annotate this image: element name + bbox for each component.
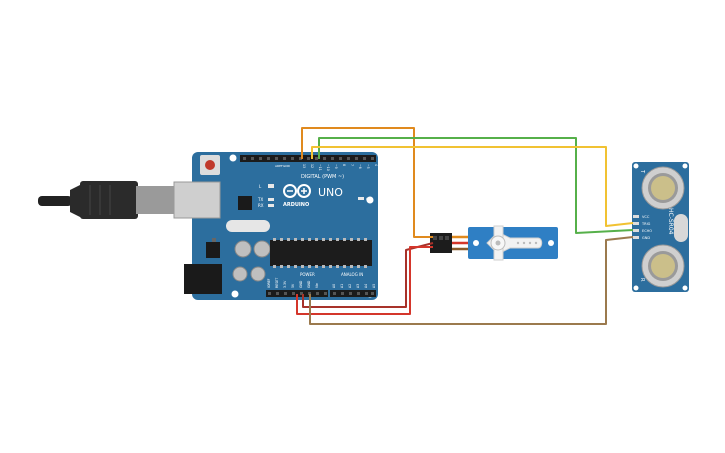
usb-cable-cord: [38, 196, 72, 206]
servo-mount-hole: [473, 240, 479, 246]
regulator: [206, 242, 220, 258]
wire-red-5v-to-vcc[interactable]: [296, 246, 433, 315]
sensor-pin-label: GND: [642, 236, 650, 240]
analog-pin-label: A3: [356, 284, 360, 288]
analog-pin-label: A1: [340, 284, 344, 288]
sensor-pin-label: TRIG: [641, 222, 651, 226]
usb-cable: [38, 181, 174, 219]
sensor-r-label: R: [639, 278, 645, 282]
aref-label: AREF: [275, 164, 283, 168]
analog-pin-label: A5: [372, 284, 376, 288]
digital-pin-label: ~9: [334, 164, 338, 169]
digital-pin-label: ~3: [382, 164, 386, 169]
wire-brown-gnd-to-sensor-gnd[interactable]: [309, 236, 634, 325]
receiver-transducer: [641, 244, 685, 288]
digital-pin-label: RX◂0: [406, 164, 410, 172]
sensor-crystal: [674, 214, 688, 242]
digital-pin-label: TX▸1: [398, 163, 402, 172]
capacitor: [234, 240, 252, 258]
power-pin-label: 5V: [291, 283, 295, 288]
sensor-pin-labels: VCC TRIG ECHO GND: [641, 215, 652, 240]
ultrasonic-sensor: T R HC-SR04 VCC TRIG ECHO GND: [632, 162, 689, 292]
power-pin-labels: IOREF RESET 3.3V 5V GND GND Vin: [267, 278, 319, 288]
usb-strain-relief: [70, 184, 82, 218]
analog-pin-label: A2: [348, 284, 352, 288]
analog-pin-label: A4: [364, 284, 368, 288]
wire-orange-d9-to-servo-signal[interactable]: [301, 127, 433, 238]
rx-led: [268, 204, 274, 207]
reset-button[interactable]: [205, 160, 215, 170]
digital-label: DIGITAL (PWM ~): [301, 174, 344, 180]
digital-pin-label: 8: [342, 164, 346, 166]
digital-pin-label: ~6: [358, 164, 362, 169]
power-pin-label: Vin: [315, 283, 319, 288]
atmega-chip: [270, 240, 372, 266]
power-pin-label: GND: [307, 280, 311, 288]
power-label: POWER: [300, 272, 315, 277]
uno-label: UNO: [318, 186, 343, 199]
sensor-t-label: T: [639, 169, 645, 174]
analog-in-label: ANALOG IN: [341, 272, 363, 277]
servo-motor: [430, 225, 558, 261]
usb-chip: [238, 196, 252, 210]
digital-pin-label: ~11: [318, 164, 322, 171]
mount-hole: [231, 290, 239, 298]
capacitor: [250, 266, 266, 282]
usb-plug-metal: [136, 186, 174, 214]
wire-yellow-d8-to-trig[interactable]: [311, 146, 634, 227]
analog-pin-labels: A0 A1 A2 A3 A4 A5: [332, 284, 376, 288]
digital-pin-label: 7: [350, 164, 354, 166]
usb-port: [173, 181, 221, 219]
arduino-uno-board: AREF GND DIGITAL (PWM ~) 13 12 ~11 ~10 ~9 8 7 ~…: [173, 152, 410, 300]
digital-pin-label: 4: [374, 164, 378, 166]
power-header: [266, 290, 328, 297]
servo-mount-hole: [548, 240, 554, 246]
digital-pin-label: 12: [310, 164, 314, 168]
digital-pin-label: ~5: [366, 164, 370, 169]
analog-pin-label: A0: [332, 284, 336, 288]
power-pin-label: RESET: [275, 278, 279, 288]
on-led: [358, 197, 364, 200]
on-label: ON: [366, 197, 372, 202]
arduino-logo: [283, 184, 311, 198]
digital-pin-label: ~10: [326, 164, 330, 171]
digital-pin-label: 13: [302, 164, 306, 168]
power-pin-label: IOREF: [267, 278, 271, 288]
l-led: [268, 184, 274, 188]
mount-hole: [366, 196, 374, 204]
mount-hole: [229, 154, 237, 162]
sensor-model-label: HC-SR04: [667, 208, 674, 235]
capacitor: [253, 240, 271, 258]
power-jack: [184, 264, 222, 294]
sensor-pin-label: VCC: [642, 215, 650, 219]
transmitter-transducer: [641, 166, 685, 210]
power-pin-label: 3.3V: [283, 280, 287, 288]
tx-led: [268, 198, 274, 201]
gnd-top-label: GND: [283, 164, 291, 168]
sensor-pin-label: ECHO: [642, 229, 652, 233]
wire-green-d7-to-echo[interactable]: [318, 137, 634, 234]
arduino-brand-label: ARDUINO: [283, 202, 309, 208]
analog-header: [330, 290, 376, 297]
sensor-pin-header: [633, 215, 639, 239]
digital-pin-labels: 13 12 ~11 ~10 ~9 8 7 ~6 ~5 4 ~3 2 TX▸1 RX◂0: [302, 163, 410, 172]
crystal: [226, 220, 270, 232]
power-pin-label: GND: [299, 280, 303, 288]
digital-pin-label: 2: [390, 164, 394, 166]
l-label: L: [259, 184, 262, 189]
rx-label: RX: [258, 203, 264, 208]
tx-label: TX: [257, 197, 263, 202]
usb-plug-body: [80, 181, 138, 219]
capacitor: [232, 266, 248, 282]
